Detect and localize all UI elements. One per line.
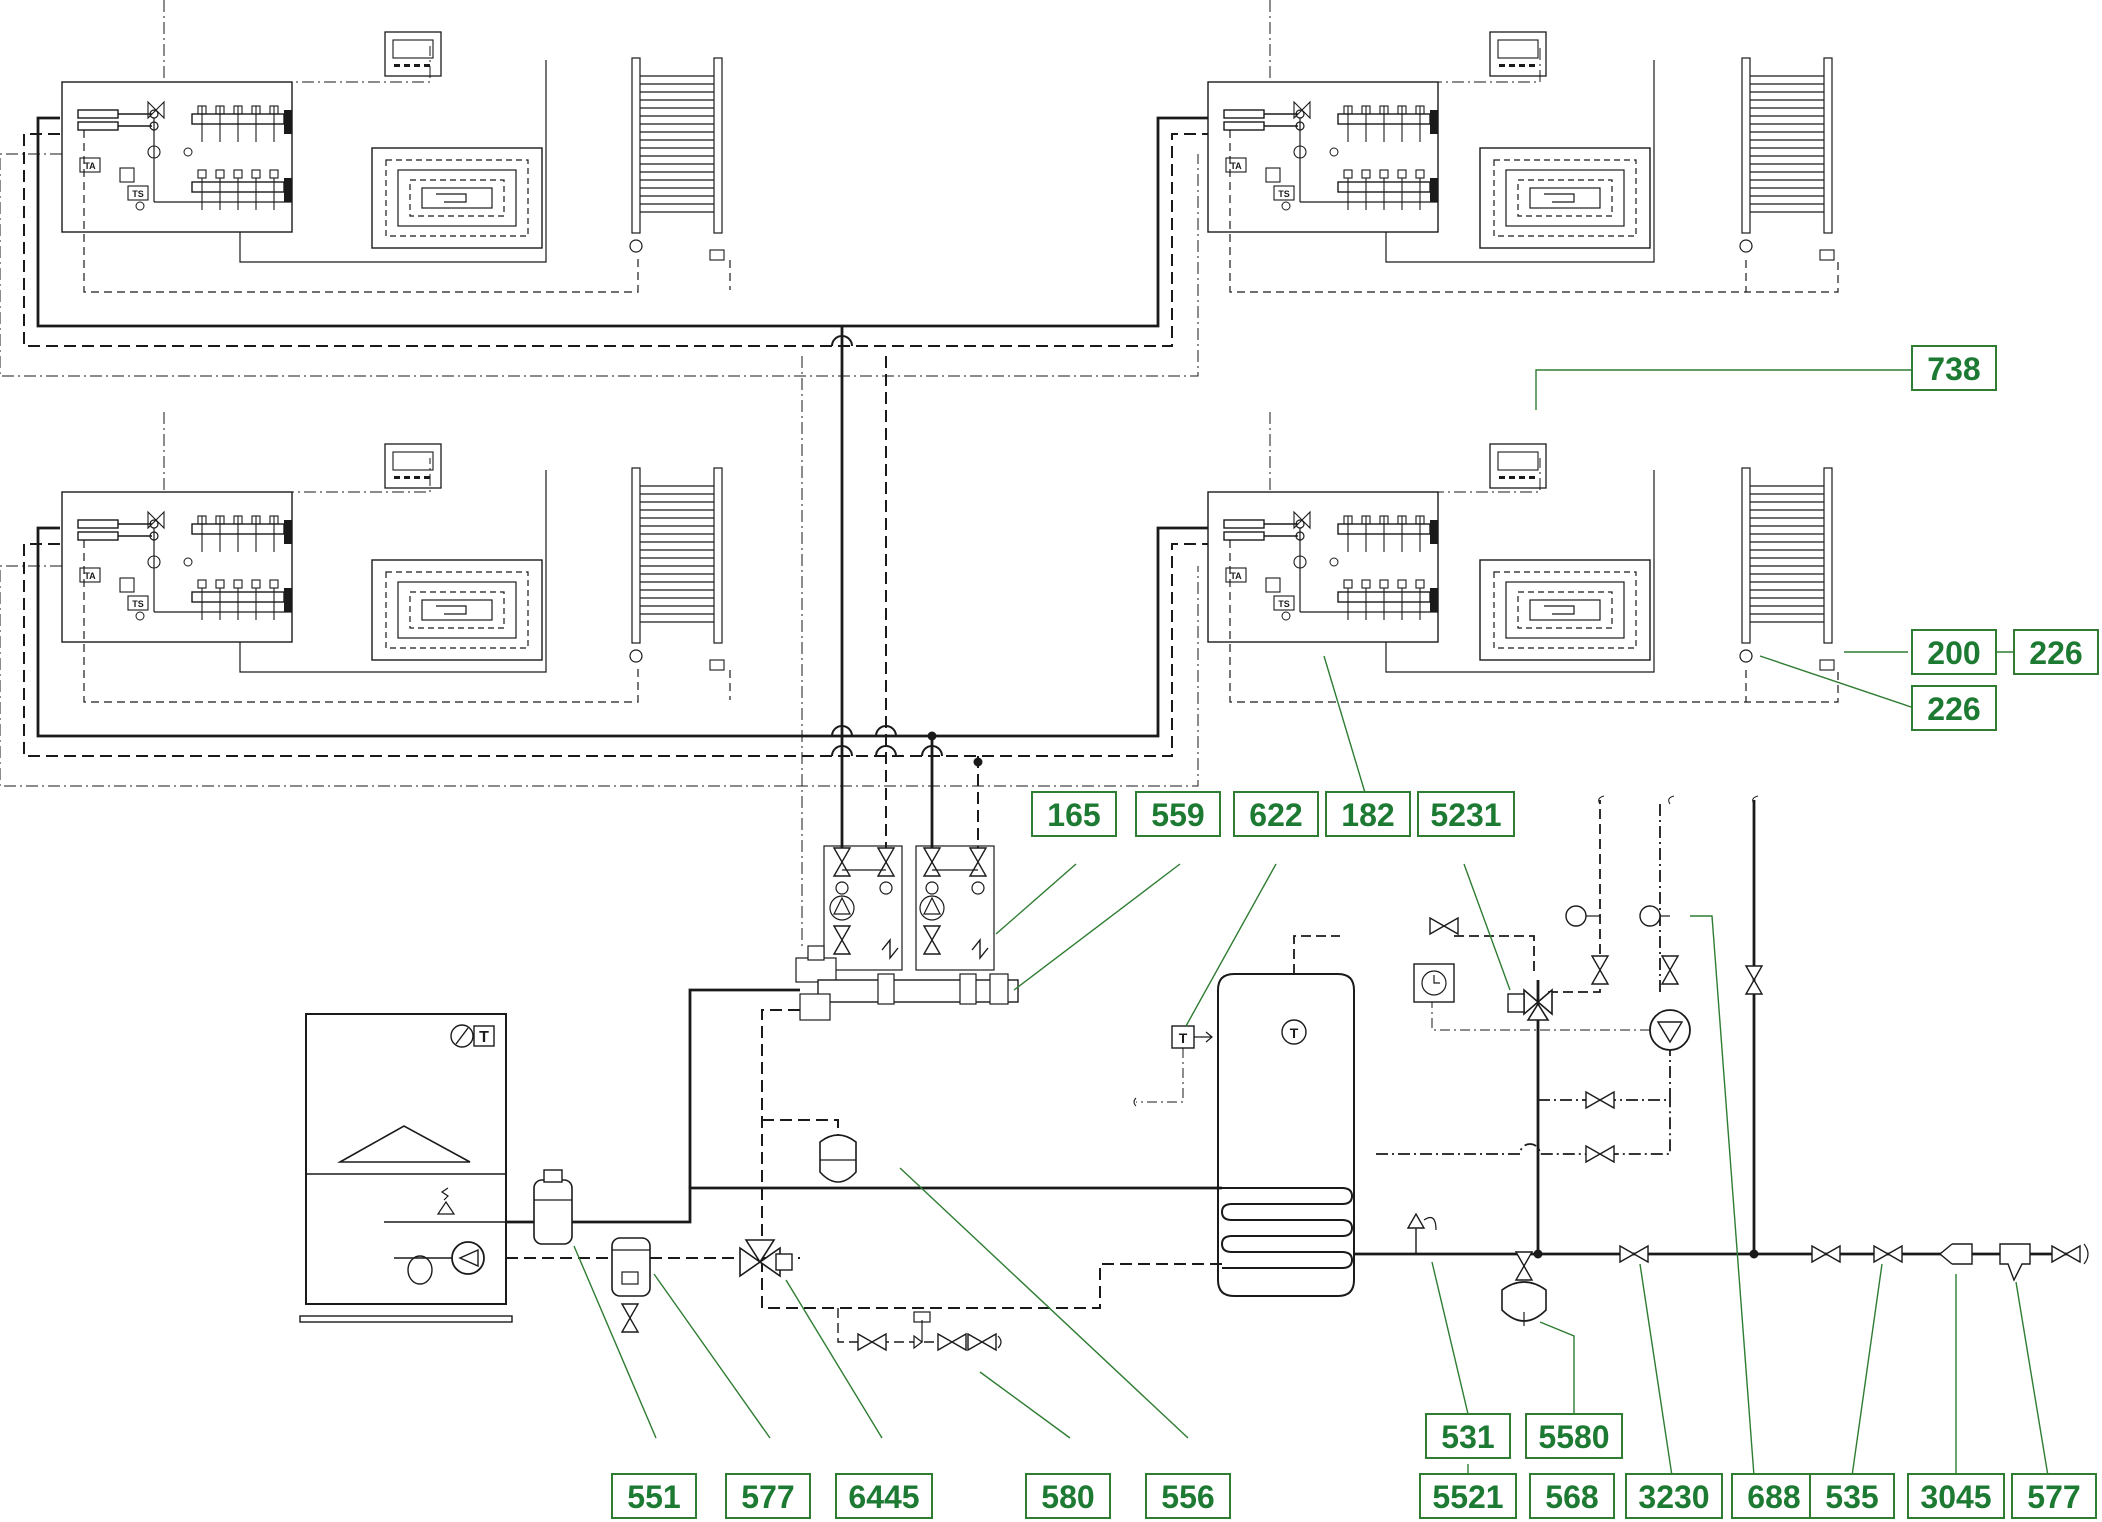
tag-577-right: 577	[2011, 1473, 2097, 1519]
tag-622: 622	[1233, 791, 1319, 837]
room-thermostat-bottom-left	[384, 443, 442, 489]
zone-bottom-right	[1207, 412, 1839, 703]
tag-535: 535	[1809, 1473, 1895, 1519]
tag-3045-text: 3045	[1920, 1479, 1991, 1515]
boiler: T	[299, 1013, 513, 1323]
manifold-unit-bottom-right	[1207, 491, 1439, 643]
tag-580-text: 580	[1041, 1479, 1094, 1515]
tag-5231: 5231	[1417, 791, 1515, 837]
tag-688: 688	[1731, 1473, 1817, 1519]
towel-rail-bottom-left	[629, 467, 725, 671]
boiler-sensor-label: T	[479, 1029, 489, 1046]
tag-5231-text: 5231	[1430, 797, 1501, 833]
tag-559-text: 559	[1151, 797, 1204, 833]
tag-5580-text: 5580	[1538, 1419, 1609, 1455]
room-thermostat-bottom-right	[1489, 443, 1547, 489]
leader-lines	[573, 369, 2049, 1477]
tag-738: 738	[1911, 345, 1997, 391]
towel-rail-top-left	[629, 57, 725, 261]
tag-622-text: 622	[1249, 797, 1302, 833]
dhw-cylinder: T	[1217, 973, 1355, 1297]
floor-coil-bottom-left	[371, 559, 543, 661]
tag-5521: 5521	[1419, 1473, 1517, 1519]
tag-6445: 6445	[835, 1473, 933, 1519]
manifold-ta-label-top-left: TA	[84, 161, 96, 171]
tag-165-text: 165	[1047, 797, 1100, 833]
tag-531-text: 531	[1441, 1419, 1494, 1455]
tag-3045: 3045	[1907, 1473, 2005, 1519]
room-thermostat-top-right	[1489, 31, 1547, 77]
tag-551: 551	[611, 1473, 697, 1519]
tag-226-right: 226	[2013, 629, 2099, 675]
hydraulic-separator	[795, 945, 1019, 1021]
tag-559: 559	[1135, 791, 1221, 837]
manifold-ta-label-top-right: TA	[1230, 161, 1242, 171]
zone-top-left	[0, 0, 731, 293]
tag-688-text: 688	[1747, 1479, 1800, 1515]
manifold-unit-top-right	[1207, 81, 1439, 233]
floor-coil-top-right	[1479, 147, 1651, 249]
distribution-risers	[0, 116, 1208, 950]
manifold-ta-label-bottom-right: TA	[1230, 571, 1242, 581]
floor-coil-top-left	[371, 147, 543, 249]
cylinder-thermostat: T	[1133, 1025, 1213, 1107]
expansion-vessel-heating	[819, 1134, 857, 1183]
tag-551-text: 551	[627, 1479, 680, 1515]
room-thermostat-top-left	[384, 31, 442, 77]
towel-rail-bottom-right	[1739, 467, 1835, 671]
filling-group	[837, 1308, 1002, 1351]
air-separator	[533, 1169, 573, 1245]
floor-coil-bottom-right	[1479, 559, 1651, 661]
manifold-unit-bottom-left	[61, 491, 293, 643]
tag-6445-text: 6445	[848, 1479, 919, 1515]
tag-182: 182	[1325, 791, 1411, 837]
tag-568: 568	[1529, 1473, 1615, 1519]
tag-226-lower-text: 226	[1927, 691, 1980, 727]
zone-top-right	[1207, 0, 1839, 293]
manifold-ts-label-top-right: TS	[1278, 189, 1290, 199]
pump-group-zones	[823, 845, 995, 971]
cylinder-thermostat-label: T	[1179, 1030, 1188, 1046]
tag-200: 200	[1911, 629, 1997, 675]
tag-535-text: 535	[1825, 1479, 1878, 1515]
manifold-ts-label-bottom-right: TS	[1278, 599, 1290, 609]
tag-3230: 3230	[1625, 1473, 1723, 1519]
tag-556: 556	[1145, 1473, 1231, 1519]
tag-5521-text: 5521	[1432, 1479, 1503, 1515]
tag-200-text: 200	[1927, 635, 1980, 671]
tag-577-left: 577	[725, 1473, 811, 1519]
tag-182-text: 182	[1341, 797, 1394, 833]
tag-738-text: 738	[1927, 351, 1980, 387]
manifold-ts-label-top-left: TS	[132, 189, 144, 199]
tag-165: 165	[1031, 791, 1117, 837]
tag-580: 580	[1025, 1473, 1111, 1519]
tag-226-lower: 226	[1911, 685, 1997, 731]
zone-bottom-left	[0, 412, 731, 703]
manifold-ts-label-bottom-left: TS	[132, 599, 144, 609]
cylinder-sensor-label: T	[1290, 1025, 1299, 1041]
magnetic-dirt-separator	[611, 1237, 651, 1333]
diverter-valve	[739, 1239, 793, 1278]
tag-556-text: 556	[1161, 1479, 1214, 1515]
manifold-ta-label-bottom-left: TA	[84, 571, 96, 581]
tag-531: 531	[1425, 1413, 1511, 1459]
tag-5580: 5580	[1525, 1413, 1623, 1459]
towel-rail-top-right	[1739, 57, 1835, 261]
manifold-unit-top-left	[61, 81, 293, 233]
tag-3230-text: 3230	[1638, 1479, 1709, 1515]
tag-577-left-text: 577	[741, 1479, 794, 1515]
dhw-pipework	[1293, 795, 2089, 1326]
tag-577-right-text: 577	[2027, 1479, 2080, 1515]
tag-226-right-text: 226	[2029, 635, 2082, 671]
tag-568-text: 568	[1545, 1479, 1598, 1515]
